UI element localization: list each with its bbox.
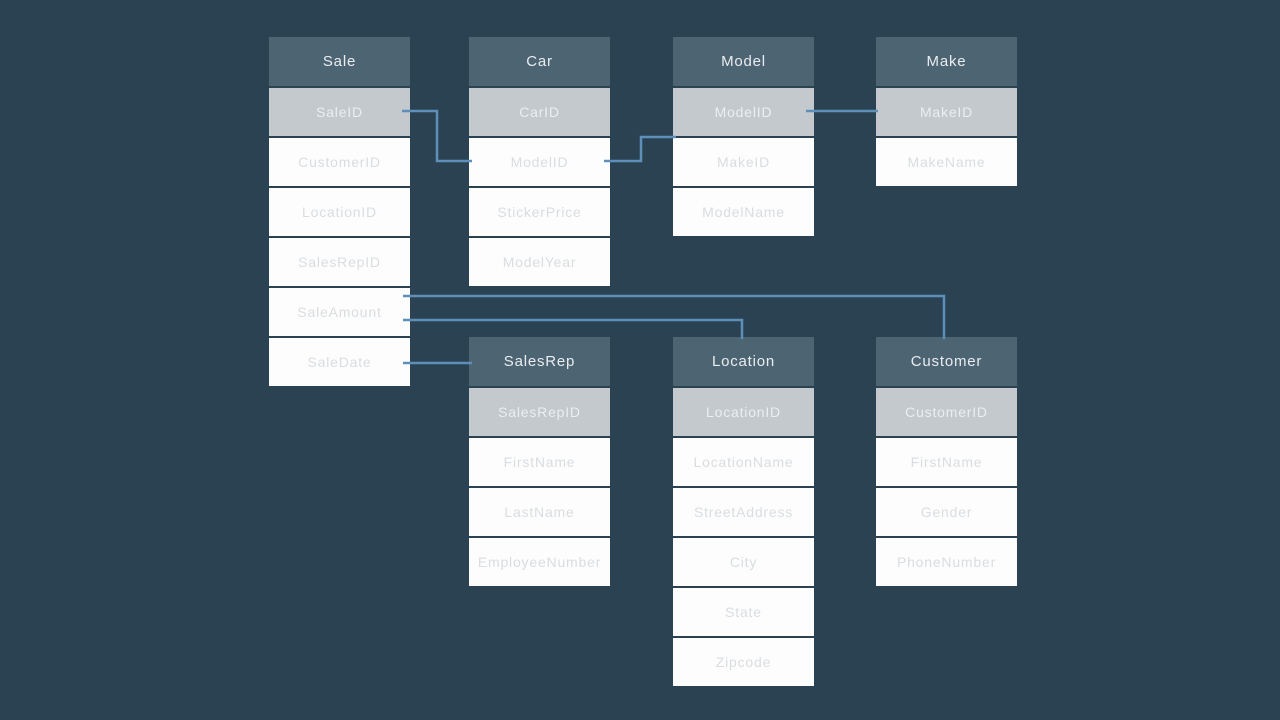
connector-sale-saleid-to-car-modelid [402, 109, 472, 163]
table-location-row-locationname: LocationName [673, 438, 814, 486]
table-sale-row-saleid: SaleID [269, 88, 410, 136]
table-location-header: Location [673, 337, 814, 386]
table-car-row-carid: CarID [469, 88, 610, 136]
table-model: Model ModelID MakeID ModelName [673, 37, 814, 238]
table-salesrep-row-salesrepid: SalesRepID [469, 388, 610, 436]
table-sale-row-customerid: CustomerID [269, 138, 410, 186]
table-salesrep: SalesRep SalesRepID FirstName LastName E… [469, 337, 610, 588]
table-salesrep-row-lastname: LastName [469, 488, 610, 536]
table-car: Car CarID ModelID StickerPrice ModelYear [469, 37, 610, 288]
table-salesrep-row-firstname: FirstName [469, 438, 610, 486]
table-car-row-modelid: ModelID [469, 138, 610, 186]
table-make: Make MakeID MakeName [876, 37, 1017, 188]
table-make-row-makeid: MakeID [876, 88, 1017, 136]
table-sale-header: Sale [269, 37, 410, 86]
connector-car-modelid-to-model [604, 135, 676, 163]
table-customer-row-customerid: CustomerID [876, 388, 1017, 436]
table-model-row-makeid: MakeID [673, 138, 814, 186]
table-car-header: Car [469, 37, 610, 86]
table-location-row-state: State [673, 588, 814, 636]
table-location-row-zipcode: Zipcode [673, 638, 814, 686]
table-salesrep-row-employeenumber: EmployeeNumber [469, 538, 610, 586]
table-sale: Sale SaleID CustomerID LocationID SalesR… [269, 37, 410, 388]
table-sale-row-locationid: LocationID [269, 188, 410, 236]
table-location-row-streetaddress: StreetAddress [673, 488, 814, 536]
table-sale-row-saledate: SaleDate [269, 338, 410, 386]
table-model-header: Model [673, 37, 814, 86]
table-car-row-modelyear: ModelYear [469, 238, 610, 286]
table-make-row-makename: MakeName [876, 138, 1017, 186]
table-model-row-modelname: ModelName [673, 188, 814, 236]
table-model-row-modelid: ModelID [673, 88, 814, 136]
table-car-row-stickerprice: StickerPrice [469, 188, 610, 236]
table-make-header: Make [876, 37, 1017, 86]
table-customer: Customer CustomerID FirstName Gender Pho… [876, 337, 1017, 588]
table-location-row-city: City [673, 538, 814, 586]
table-customer-row-firstname: FirstName [876, 438, 1017, 486]
table-customer-row-phonenumber: PhoneNumber [876, 538, 1017, 586]
table-location: Location LocationID LocationName StreetA… [673, 337, 814, 688]
table-customer-header: Customer [876, 337, 1017, 386]
table-location-row-locationid: LocationID [673, 388, 814, 436]
table-customer-row-gender: Gender [876, 488, 1017, 536]
connector-sale-to-customer [403, 294, 946, 339]
table-sale-row-saleamount: SaleAmount [269, 288, 410, 336]
table-sale-row-salesrepid: SalesRepID [269, 238, 410, 286]
table-salesrep-header: SalesRep [469, 337, 610, 386]
